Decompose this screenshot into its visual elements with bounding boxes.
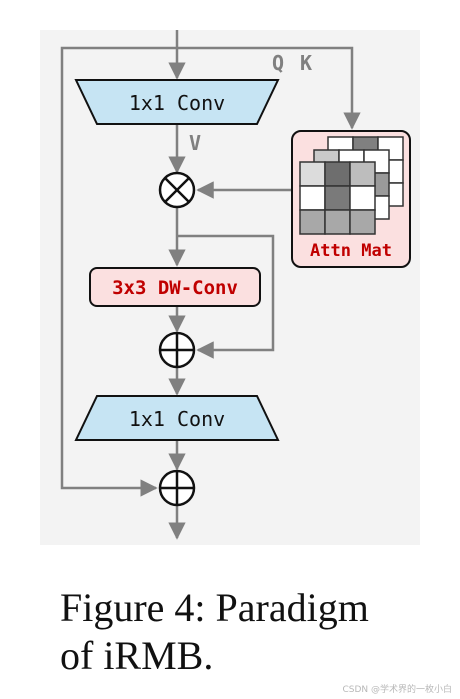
multiply-operator-icon — [158, 171, 196, 209]
q-label: Q — [272, 51, 284, 75]
add-operator-icon — [158, 331, 196, 369]
inner-residual-line — [177, 234, 275, 359]
top-conv-block: 1x1 Conv — [74, 79, 280, 125]
v-label: V — [189, 131, 201, 155]
top-conv-label: 1x1 Conv — [129, 91, 225, 115]
skip-connection-line — [60, 46, 177, 497]
caption-line-2: of iRMB. — [60, 633, 214, 678]
figure-caption: Figure 4: Paradigm of iRMB. — [60, 584, 440, 680]
attention-matrix-box: Attn Mat — [291, 130, 411, 268]
attn-mat-label: Attn Mat — [310, 241, 392, 261]
k-label: K — [300, 51, 312, 75]
dwconv-block: 3x3 DW-Conv — [89, 267, 261, 307]
attention-grid-front — [299, 161, 376, 235]
final-add-operator-icon — [158, 469, 196, 507]
dwconv-label: 3x3 DW-Conv — [112, 277, 238, 299]
bottom-conv-label: 1x1 Conv — [129, 407, 225, 431]
qk-arrow — [177, 46, 361, 130]
caption-line-1: Figure 4: Paradigm — [60, 585, 369, 630]
watermark: CSDN @学术界的一枚小白 — [342, 685, 452, 695]
bottom-conv-block: 1x1 Conv — [74, 395, 280, 441]
